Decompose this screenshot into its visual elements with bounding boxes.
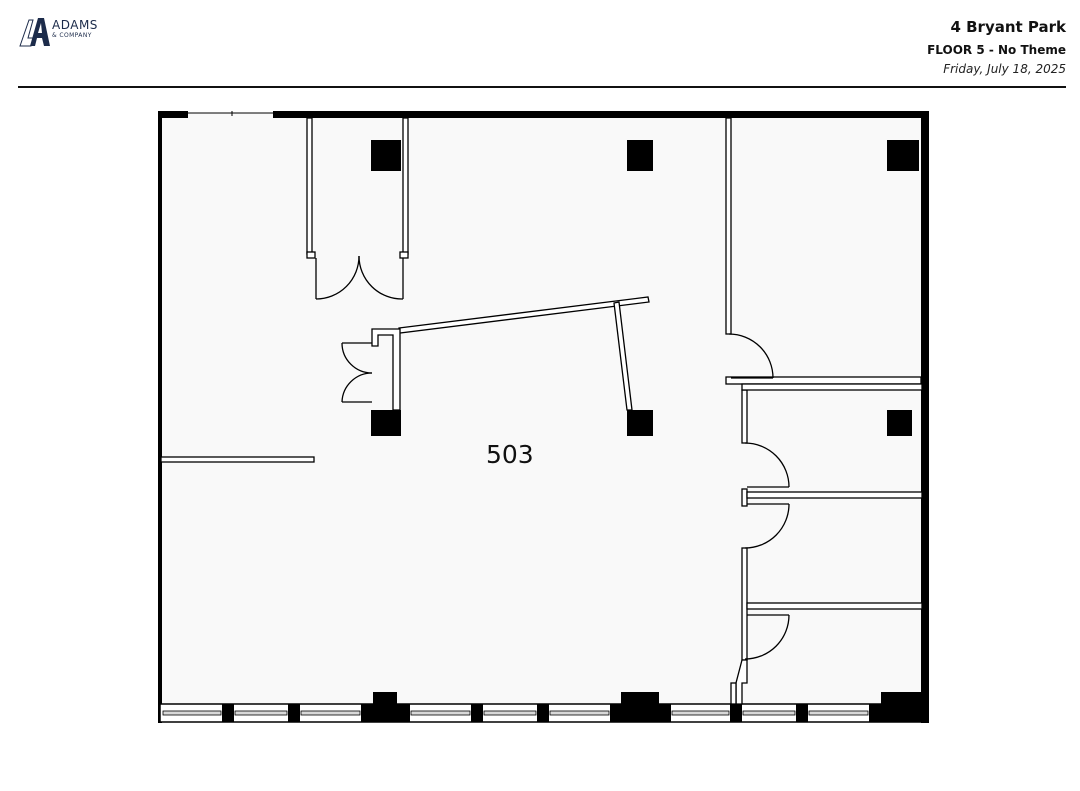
top-opening [188, 111, 273, 116]
company-logo: ADAMS & COMPANY [16, 14, 116, 52]
floor-title: FLOOR 5 - No Theme [927, 43, 1066, 57]
window-wall [159, 703, 929, 723]
exterior-walls [158, 111, 929, 723]
report-date: Friday, July 18, 2025 [943, 62, 1066, 76]
logo-subtitle: & COMPANY [52, 32, 92, 39]
adams-company-logo-icon [19, 18, 50, 47]
logo-name: ADAMS [52, 18, 98, 32]
interior-walls [160, 117, 923, 705]
doors [315, 255, 790, 660]
report-header: 4 Bryant Park FLOOR 5 - No Theme Friday,… [927, 17, 1066, 77]
header-divider [18, 86, 1066, 88]
columns [371, 140, 921, 704]
floor-area [160, 113, 928, 721]
building-name: 4 Bryant Park [950, 18, 1066, 36]
suite-label: 503 [486, 440, 534, 469]
